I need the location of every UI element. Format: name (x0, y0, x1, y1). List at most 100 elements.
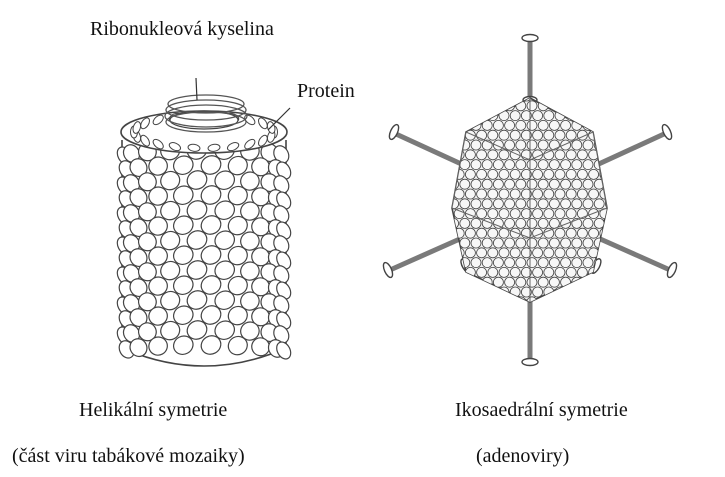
adenovirus-capsomer (505, 199, 515, 209)
adenovirus-capsomer (477, 209, 487, 219)
adenovirus-capsomer (577, 150, 587, 160)
adenovirus-capsomer (527, 277, 537, 287)
adenovirus-capsomer (538, 101, 548, 111)
adenovirus-capsomer (465, 189, 475, 199)
helical-symmetry-title: Helikální symetrie (79, 400, 227, 420)
adenovirus-capsomer (516, 277, 526, 287)
adenovirus-capsomer (516, 120, 526, 130)
adenovirus-capsomer (589, 169, 599, 179)
adenovirus-capsomer (549, 258, 559, 268)
adenovirus-capsomer (465, 91, 475, 101)
adenovirus-capsomer (505, 140, 515, 150)
adenovirus-capsomer (566, 228, 576, 238)
adenovirus-capsomer (499, 209, 509, 219)
adenovirus-capsomer (465, 248, 475, 258)
adenovirus-capsomer (566, 248, 576, 258)
adenovirus-capsomer (482, 179, 492, 189)
adenovirus-capsomer (527, 199, 537, 209)
adenovirus-capsomer (499, 150, 509, 160)
adenovirus-capsomer (527, 258, 537, 268)
adenovirus-capsomer (505, 218, 515, 228)
adenovirus-capsomer (549, 199, 559, 209)
adenovirus-capsomer (594, 101, 604, 111)
adenovirus-capsomer (538, 258, 548, 268)
adenovirus-capsomer (527, 218, 537, 228)
adenovirus-capsomer (443, 248, 453, 258)
adenovirus-capsomer (454, 130, 464, 140)
adenovirus-capsomer (443, 130, 453, 140)
adenovirus-capsomer (488, 267, 498, 277)
adenovirus-capsomer (510, 169, 520, 179)
adenovirus-capsomer (516, 179, 526, 189)
adenovirus-capsomer (449, 218, 459, 228)
adenovirus-capsomer (460, 160, 470, 170)
adenovirus-capsomer (572, 160, 582, 170)
adenovirus-capsomer (454, 287, 464, 297)
adenovirus-capsomer (505, 238, 515, 248)
adenovirus-capsomer (555, 209, 565, 219)
adenovirus-capsomer (583, 179, 593, 189)
adenovirus-fiber (598, 238, 670, 270)
adenovirus-capsomer (516, 199, 526, 209)
adenovirus-capsomer (471, 238, 481, 248)
adenovirus-capsomer (454, 267, 464, 277)
adenovirus-capsomer (527, 160, 537, 170)
adenovirus-capsomer (443, 91, 453, 101)
adenovirus-capsomer (555, 91, 565, 101)
adenovirus-capsomer (583, 101, 593, 111)
adenovirus-capsomer (471, 140, 481, 150)
adenovirus-capsomer (600, 287, 610, 297)
adenovirus-capsomer (533, 209, 543, 219)
adenovirus-capsomer (566, 189, 576, 199)
adenovirus-fiber-knob (387, 123, 400, 140)
adenovirus-capsomer (527, 101, 537, 111)
adenovirus-capsomer (566, 209, 576, 219)
adenovirus-capsomer (577, 287, 587, 297)
adenovirus-capsomer (493, 238, 503, 248)
adenovirus-capsomer (605, 218, 615, 228)
adenovirus-capsomer (454, 111, 464, 121)
adenovirus-capsomer (538, 179, 548, 189)
adenovirus-capsomer (443, 169, 453, 179)
adenovirus-capsomer (544, 111, 554, 121)
adenovirus-capsomer (482, 258, 492, 268)
adenovirus-capsomer (499, 91, 509, 101)
adenovirus-capsomer (538, 277, 548, 287)
adenovirus-capsomer (600, 130, 610, 140)
adenovirus-capsomer (516, 238, 526, 248)
adenovirus-capsomer (555, 248, 565, 258)
adenovirus-capsomer (589, 228, 599, 238)
adenovirus-capsomer (460, 218, 470, 228)
adenovirus-capsomer (605, 258, 615, 268)
adenovirus-capsomer (572, 120, 582, 130)
adenovirus-capsomer (471, 258, 481, 268)
adenovirus-capsomer (572, 238, 582, 248)
adenovirus-capsomer (465, 111, 475, 121)
adenovirus-capsomer (454, 91, 464, 101)
adenovirus-capsomer (583, 297, 593, 307)
adenovirus-fiber (390, 238, 462, 270)
adenovirus-capsomer (493, 297, 503, 307)
adenovirus-capsomer (499, 248, 509, 258)
adenovirus-capsomer (460, 277, 470, 287)
adenovirus-capsomer (454, 248, 464, 258)
adenovirus-capsomer (533, 111, 543, 121)
adenovirus-capsomer (482, 238, 492, 248)
adenovirus-capsomer (600, 267, 610, 277)
adenovirus-capsomer (594, 277, 604, 287)
tmv-protein-subunits (115, 137, 294, 361)
adenovirus-capsomer (583, 258, 593, 268)
adenovirus-capsomer (488, 150, 498, 160)
adenovirus-capsomer (589, 189, 599, 199)
adenovirus-capsomer (561, 179, 571, 189)
adenovirus-capsomer (589, 91, 599, 101)
adenovirus-capsomer (583, 218, 593, 228)
adenovirus-capsomer (538, 160, 548, 170)
adenovirus-capsomer (477, 91, 487, 101)
adenovirus-capsomer (505, 277, 515, 287)
adenovirus-capsomer (477, 111, 487, 121)
adenovirus-capsomer (460, 140, 470, 150)
adenovirus-capsomer (477, 169, 487, 179)
adenovirus-capsomer (555, 267, 565, 277)
adenovirus-capsomer (460, 238, 470, 248)
